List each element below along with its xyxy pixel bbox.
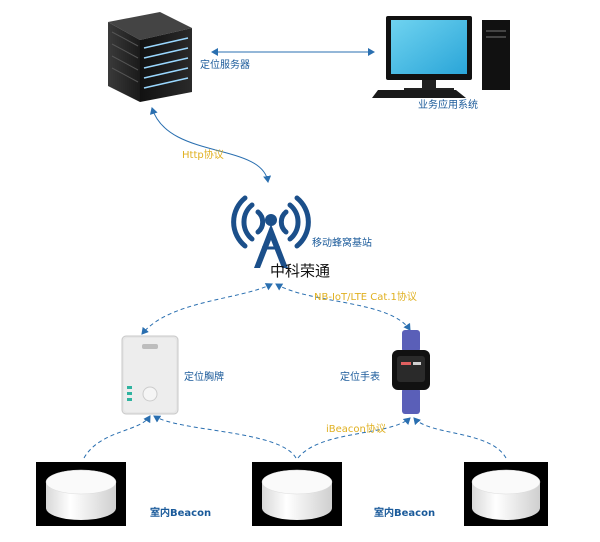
beacon-right-icon bbox=[464, 462, 548, 526]
http-label: Http协议 bbox=[182, 148, 224, 161]
computer-icon bbox=[372, 16, 510, 98]
business-label: 业务应用系统 bbox=[418, 98, 478, 111]
beacon-label-2: 室内Beacon bbox=[374, 506, 435, 519]
server-icon bbox=[108, 12, 192, 102]
cell-tower-icon bbox=[231, 195, 311, 249]
ibeacon-label: iBeacon协议 bbox=[326, 422, 386, 435]
server-label: 定位服务器 bbox=[200, 58, 250, 71]
badge-device-icon bbox=[121, 335, 179, 415]
brand-watermark: 中科荣通 bbox=[270, 262, 330, 280]
nbiot-label: NB-IoT/LTE Cat.1协议 bbox=[314, 290, 417, 303]
tower-mast-icon bbox=[254, 214, 288, 268]
beacon-left-icon bbox=[36, 462, 126, 526]
watch-device-icon bbox=[392, 330, 430, 414]
beacon-center-badge-link bbox=[153, 415, 297, 459]
beacon-label-1: 室内Beacon bbox=[150, 506, 211, 519]
tower-badge-link bbox=[141, 283, 273, 335]
beacon-left-badge-link bbox=[83, 415, 151, 459]
watch-label: 定位手表 bbox=[340, 370, 380, 383]
server-station-link bbox=[149, 107, 272, 183]
station-label: 移动蜂窝基站 bbox=[312, 236, 372, 249]
beacon-right-watch-link bbox=[413, 417, 507, 459]
badge-label: 定位胸牌 bbox=[184, 370, 224, 383]
beacon-center-icon bbox=[252, 462, 342, 526]
tower-watch-link bbox=[275, 283, 411, 331]
